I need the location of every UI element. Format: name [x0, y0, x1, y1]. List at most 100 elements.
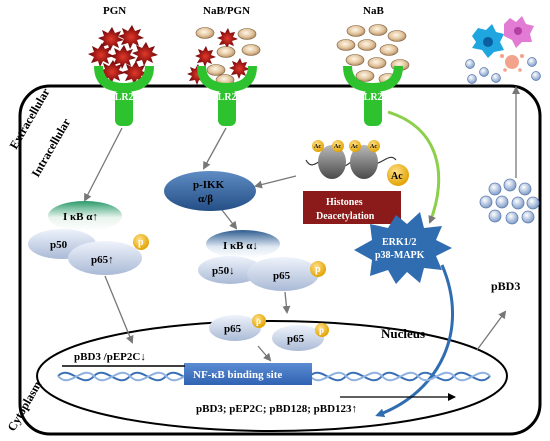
- histone-box-line2: Deacetylation: [316, 211, 375, 222]
- microbe-blue-core: [483, 37, 493, 47]
- microbe-lysed: [505, 55, 519, 69]
- nab-molecule: [346, 25, 366, 37]
- pbd3-molecule: [488, 182, 502, 196]
- svg-text:p65: p65: [224, 323, 242, 335]
- nab-molecule: [206, 64, 226, 76]
- nab-molecule: [241, 44, 261, 56]
- pgn-molecule: [132, 42, 158, 66]
- pbd3-molecule: [479, 195, 493, 209]
- pgn-label: PGN: [103, 5, 126, 17]
- nfkb-binding-site: [184, 363, 312, 385]
- right-genes-label: pBD3; pEP2C; pBD128; pBD123↑: [196, 403, 357, 415]
- pbd3-molecule: [521, 210, 535, 224]
- nab-molecule: [345, 54, 365, 66]
- pgn-molecule-cluster: [88, 25, 158, 85]
- debris: [520, 54, 524, 58]
- p65-nuclear-a: [209, 315, 261, 341]
- nab-molecule: [387, 30, 407, 42]
- svg-text:p: p: [319, 325, 324, 335]
- phospho-nuclear-b: [315, 323, 329, 337]
- svg-text:p: p: [138, 237, 144, 248]
- cytoplasm-label: Cytoplasm: [4, 379, 44, 434]
- svg-text:p65: p65: [287, 333, 305, 345]
- ac-marker-large: [387, 164, 409, 186]
- mapk-star: ERK1/2 p38-MAPK: [354, 212, 452, 284]
- p65-nuclear-b: [272, 325, 324, 351]
- middle-nfkb-complex: I κB α↓ p50↓ p65 p: [198, 230, 326, 291]
- ikb-alpha-left: [48, 201, 122, 231]
- phospho-left: [133, 234, 149, 250]
- nab-label: NaB: [363, 5, 384, 17]
- pbd3-molecule: [511, 196, 525, 210]
- ikb-alpha-mid-label: I κB α↓: [223, 240, 258, 252]
- ac-marker: [312, 140, 324, 152]
- tlr2-label: TLR2: [211, 92, 237, 103]
- pbd3-secreted: [465, 59, 475, 69]
- ac-marker: [332, 140, 344, 152]
- pbd3-secreted: [479, 67, 489, 77]
- pbd3-label: pBD3: [491, 279, 520, 293]
- p50-left-label: p50: [50, 239, 68, 251]
- pbd3-secreted: [467, 74, 477, 84]
- histone-1: [318, 145, 346, 179]
- svg-text:Ac: Ac: [391, 171, 403, 182]
- p50-mid-label: p50↓: [212, 265, 235, 277]
- arrow-mapk-to-nucleus: [375, 264, 455, 418]
- arrow-p65-to-binding-site: [257, 345, 272, 362]
- nucleus-envelope: [36, 320, 508, 432]
- nab-molecule: [357, 39, 377, 51]
- arrow-tlr2-to-ikk: [203, 127, 227, 170]
- debris: [518, 68, 522, 72]
- nab-molecule: [355, 70, 375, 82]
- mapk-line1: ERK1/2: [382, 237, 416, 248]
- tlr2-receptor-pgn: TLR2: [94, 66, 154, 126]
- pgn-molecule: [118, 25, 144, 49]
- pbd3-cluster: [479, 178, 540, 225]
- tlr2-receptor-nab: TLR2: [343, 66, 403, 126]
- pbd3-molecule: [503, 178, 517, 192]
- arrow-left-to-nucleus: [104, 275, 134, 344]
- nab-molecule: [367, 57, 387, 69]
- histone-deacetylation-box: [303, 191, 401, 224]
- ikb-alpha-left-label: I κB α↑: [63, 211, 98, 223]
- secreted-products: [465, 16, 541, 84]
- arrow-ikk-to-ikb-mid: [221, 209, 238, 230]
- p65-left-label: p65↑: [91, 254, 114, 266]
- nab-molecule: [379, 44, 399, 56]
- nab-pgn-label: NaB/PGN: [203, 5, 250, 17]
- histone-box-line1: Histones: [326, 197, 363, 208]
- p-ikk-sub-label: α/β: [198, 193, 213, 205]
- arrow-nucleus-to-pbd3: [476, 310, 507, 351]
- pbd3-molecule: [526, 196, 540, 210]
- ac-marker: [368, 140, 380, 152]
- nuclear-p65-dimers: p65 p p65 p: [209, 314, 329, 351]
- pbd3-molecule: [495, 195, 509, 209]
- arrow-p65-mid-to-nucleus: [282, 291, 291, 314]
- arrow-tlr2-to-ikb-left: [84, 127, 123, 202]
- cell-membrane: [18, 84, 542, 436]
- svg-text:Ac: Ac: [370, 144, 377, 150]
- phospho-mid: [310, 261, 326, 277]
- intracellular-label: Intracellular: [28, 115, 73, 179]
- nab-molecule: [195, 27, 215, 39]
- pgn-molecule: [195, 46, 216, 67]
- histone-2: [350, 145, 378, 179]
- nucleus-label: Nucleus: [381, 326, 425, 341]
- pgn-molecule: [217, 28, 238, 49]
- pbd3-molecule: [488, 209, 502, 223]
- svg-text:p: p: [256, 316, 261, 326]
- nfkb-binding-site-label: NF-κB binding site: [193, 369, 282, 381]
- ikb-alpha-mid: [206, 230, 280, 258]
- p65-left: [68, 241, 142, 275]
- p-ikk: [164, 171, 256, 211]
- nab-molecule: [216, 46, 236, 58]
- ac-marker: [349, 140, 361, 152]
- pbd3-secreted: [527, 57, 537, 67]
- svg-text:Ac: Ac: [334, 144, 341, 150]
- pgn-molecule: [229, 58, 250, 79]
- microbe-pink-core: [514, 27, 522, 35]
- histone-group: Ac Ac Ac Ac Ac Histones Deacetylation: [303, 140, 409, 224]
- nab-molecule: [336, 39, 356, 51]
- pbd3-molecule: [505, 211, 519, 225]
